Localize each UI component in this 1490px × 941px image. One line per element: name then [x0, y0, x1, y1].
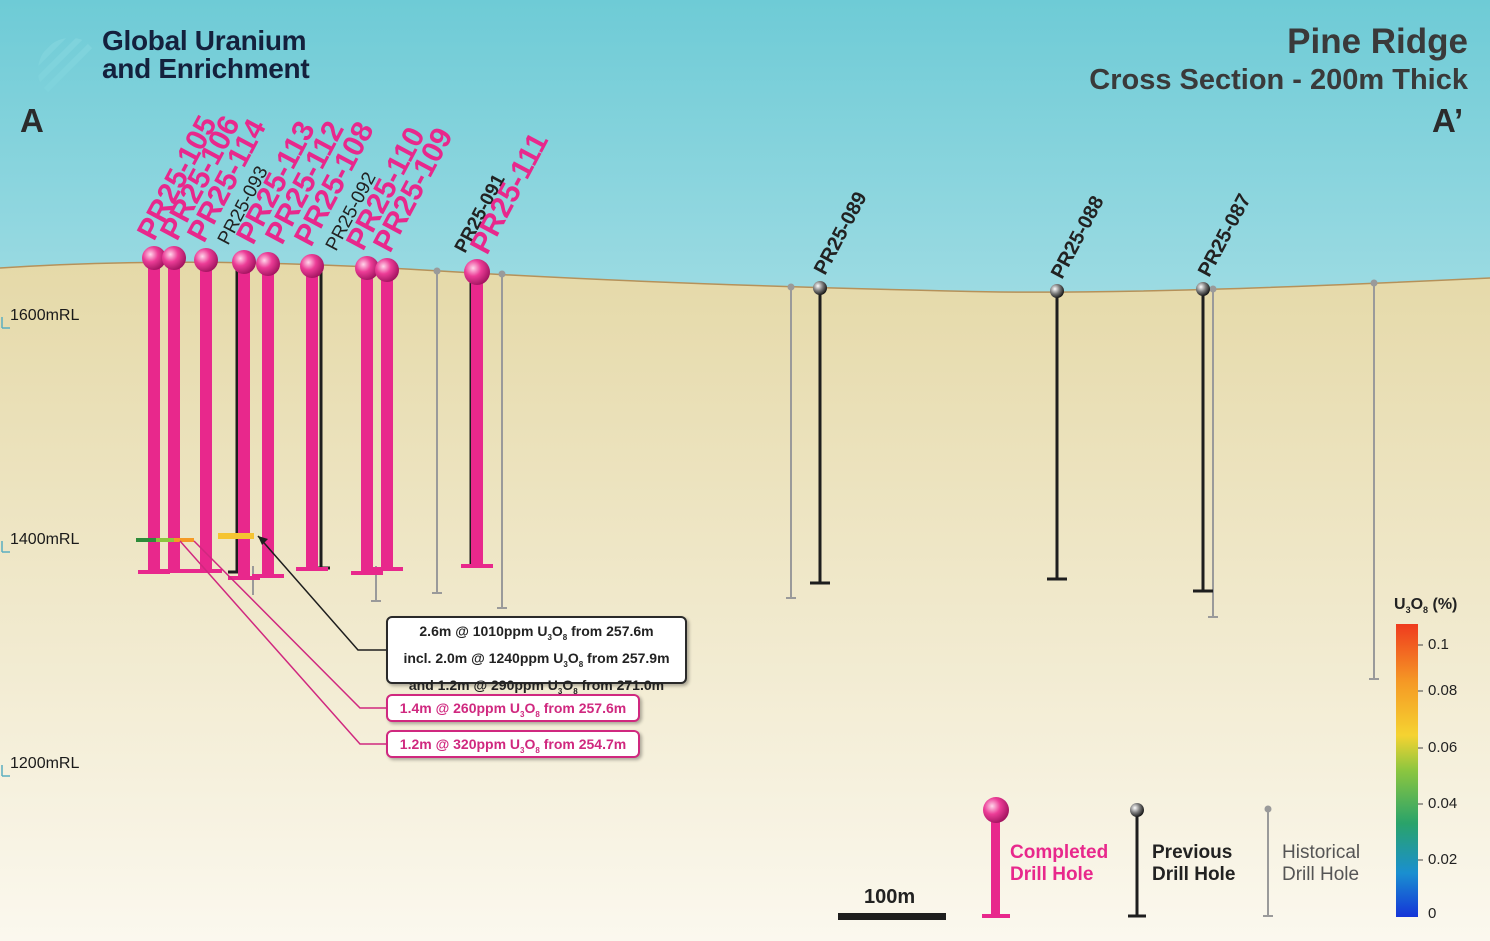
colorbar-title: U3O8 (%) — [1394, 596, 1458, 616]
completed-collar-icon — [232, 250, 256, 274]
legend-historical-icon — [1264, 805, 1272, 813]
company-name-line1: Global Uranium — [102, 25, 307, 56]
completed-collar-icon — [464, 259, 490, 285]
colorbar-label: 0.1 — [1428, 636, 1449, 653]
colorbar-label: 0.04 — [1428, 795, 1458, 812]
previous-collar-icon — [1196, 282, 1210, 296]
leader-line-black — [257, 535, 386, 651]
legend-historical-label: Historical Drill Hole — [1282, 842, 1361, 885]
rl-label: 1400mRL — [10, 531, 80, 548]
ground-body — [0, 262, 1490, 941]
completed-drill-holes — [138, 258, 493, 580]
colorbar-ticks — [1418, 644, 1423, 861]
legend-previous-icon — [1130, 803, 1144, 817]
callout-line: incl. 2.0m @ 1240ppm U3O8 from 257.9m — [403, 649, 670, 669]
company-name-line2: and Enrichment — [102, 53, 310, 84]
historical-drill-holes — [252, 271, 1379, 680]
colorbar-label: 0.08 — [1428, 682, 1458, 699]
callout-line: 2.6m @ 1010ppm U3O8 from 257.6m — [419, 623, 654, 642]
intercept-callout-pink: 1.2m @ 320ppm U3O8 from 254.7m — [386, 730, 640, 758]
scale-bar — [838, 913, 946, 920]
colorbar — [1396, 624, 1418, 917]
scale-bar-label: 100m — [864, 886, 916, 908]
legend-previous-label: Previous Drill Hole — [1152, 842, 1236, 885]
rl-ticks — [1, 317, 10, 777]
previous-collar-icon — [813, 281, 827, 295]
previous-collar-icon — [1050, 284, 1064, 298]
section-end-right: A’ — [1432, 102, 1464, 139]
callout-line: and 1.2m @ 290ppm U3O8 from 271.0m — [408, 676, 665, 696]
leader-lines-pink — [179, 540, 386, 745]
company-name: Global Uranium and Enrichment — [102, 25, 310, 84]
leader-arrow-icon — [258, 536, 268, 545]
section-end-left: A — [20, 102, 44, 139]
completed-collar-icon — [142, 246, 166, 270]
historical-collar-icon — [1370, 279, 1378, 287]
completed-collar-icon — [194, 248, 218, 272]
completed-collar-icon — [355, 256, 379, 280]
legend-completed-icon — [983, 797, 1009, 823]
historical-collar-icon — [787, 283, 795, 291]
historical-collar-icon — [1209, 285, 1217, 293]
historical-collar-icon — [433, 267, 441, 275]
rl-label: 1200mRL — [10, 755, 80, 772]
colorbar-label: 0.02 — [1428, 851, 1458, 868]
title-sub: Cross Section - 200m Thick — [1089, 64, 1468, 96]
legend-symbols — [982, 797, 1273, 918]
completed-collar-icon — [375, 258, 399, 282]
historical-collar-icon — [498, 270, 506, 278]
colorbar-label: 0.06 — [1428, 739, 1458, 756]
figure-title: Pine Ridge Cross Section - 200m Thick — [1089, 22, 1468, 98]
legend-completed-label: Completed Drill Hole — [1010, 842, 1109, 885]
intercept-callout-black: 2.6m @ 1010ppm U3O8 from 257.6m incl. 2.… — [386, 616, 687, 695]
completed-collar-icon — [256, 252, 280, 276]
completed-collar-icon — [300, 254, 324, 278]
intercept-markers — [136, 533, 254, 542]
rl-label: 1600mRL — [10, 307, 80, 324]
colorbar-label: 0 — [1428, 905, 1437, 922]
completed-collar-icon — [162, 246, 186, 270]
intercept-callout-pink: 1.4m @ 260ppm U3O8 from 257.6m — [386, 694, 640, 722]
title-main: Pine Ridge — [1287, 22, 1468, 61]
